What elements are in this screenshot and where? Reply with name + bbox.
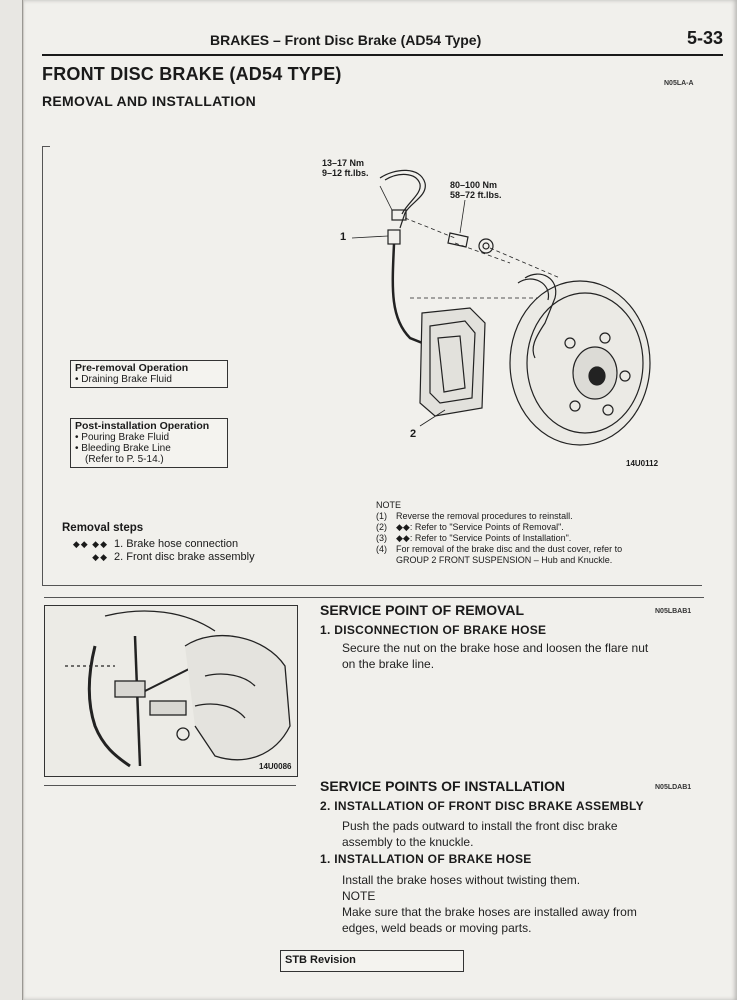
photo-bottom-rule: [44, 785, 296, 786]
service-installation-title: SERVICE POINTS OF INSTALLATION: [320, 778, 566, 794]
post-installation-box: Post-installation Operation • Pouring Br…: [70, 418, 228, 468]
service-removal-title: SERVICE POINT OF REMOVAL: [320, 602, 525, 618]
page-header: BRAKES – Front Disc Brake (AD54 Type) 5-…: [42, 28, 723, 56]
section-divider: [44, 597, 704, 598]
diagram-figure-id: 14U0112: [626, 459, 659, 468]
service-removal-code: N05LBAB1: [655, 608, 692, 615]
bracket-left-rule: [42, 146, 703, 586]
removal-step-row: ◆◆ ◆◆1. Brake hose connection: [72, 538, 239, 550]
revision-label: STB Revision: [285, 954, 356, 966]
removal-steps: Removal steps ◆◆ ◆◆1. Brake hose connect…: [62, 522, 255, 564]
installation-step-1-text: Install the brake hoses without twisting…: [342, 873, 637, 935]
note-row: GROUP 2 FRONT SUSPENSION – Hub and Knuck…: [396, 555, 613, 565]
section-title: FRONT DISC BRAKE (AD54 TYPE): [42, 64, 342, 84]
removal-step-row: ◆◆2. Front disc brake assembly: [92, 551, 255, 563]
callout-1: 1: [340, 231, 347, 243]
header-title: BRAKES – Front Disc Brake (AD54 Type): [210, 32, 482, 48]
section-code: N05LA-A: [664, 80, 694, 87]
note-row: (1)Reverse the removal procedures to rei…: [376, 511, 573, 521]
exploded-brake-diagram: 13–17 Nm 9–12 ft.lbs. 80–100 Nm 58–72 ft…: [260, 148, 690, 478]
note-row: (3)◆◆: Refer to "Service Points of Insta…: [376, 533, 572, 543]
section-subtitle: REMOVAL AND INSTALLATION: [42, 93, 257, 109]
note-row: (2)◆◆: Refer to "Service Points of Remov…: [376, 522, 564, 532]
wrench-drawing: [65, 610, 291, 768]
torque-label-bolt: 80–100 Nm 58–72 ft.lbs.: [450, 180, 502, 200]
diagram-drawing: [351, 169, 651, 446]
removal-note: NOTE (1)Reverse the removal procedures t…: [376, 500, 622, 566]
removal-steps-title: Removal steps: [62, 522, 144, 534]
bracket-bottom-rule: [42, 585, 702, 586]
revision-footer: STB Revision: [280, 950, 464, 972]
adjacent-page-edge: [0, 0, 23, 1000]
brake-hose-wrench-illustration: 14U0086: [44, 605, 298, 777]
installation-step-2-text: Push the pads outward to install the fro…: [342, 819, 618, 849]
note-row: (4)For removal of the brake disc and the…: [376, 544, 623, 554]
service-removal-step: 1. DISCONNECTION OF BRAKE HOSE: [320, 623, 547, 637]
photo-figure-id: 14U0086: [259, 762, 292, 771]
bracket-top-rule: [42, 146, 50, 147]
manual-page: BRAKES – Front Disc Brake (AD54 Type) 5-…: [24, 0, 737, 1000]
installation-step-1-title: 1. INSTALLATION OF BRAKE HOSE: [320, 852, 532, 866]
pre-removal-box: Pre-removal Operation • Draining Brake F…: [70, 360, 228, 388]
callout-2: 2: [410, 428, 417, 440]
service-installation-code: N05LDAB1: [655, 784, 692, 791]
note-title: NOTE: [376, 500, 402, 510]
torque-label-hose: 13–17 Nm 9–12 ft.lbs.: [322, 158, 369, 178]
service-removal-text: Secure the nut on the brake hose and loo…: [342, 641, 649, 671]
installation-step-2-title: 2. INSTALLATION OF FRONT DISC BRAKE ASSE…: [320, 799, 644, 813]
page-number: 5-33: [686, 28, 723, 48]
